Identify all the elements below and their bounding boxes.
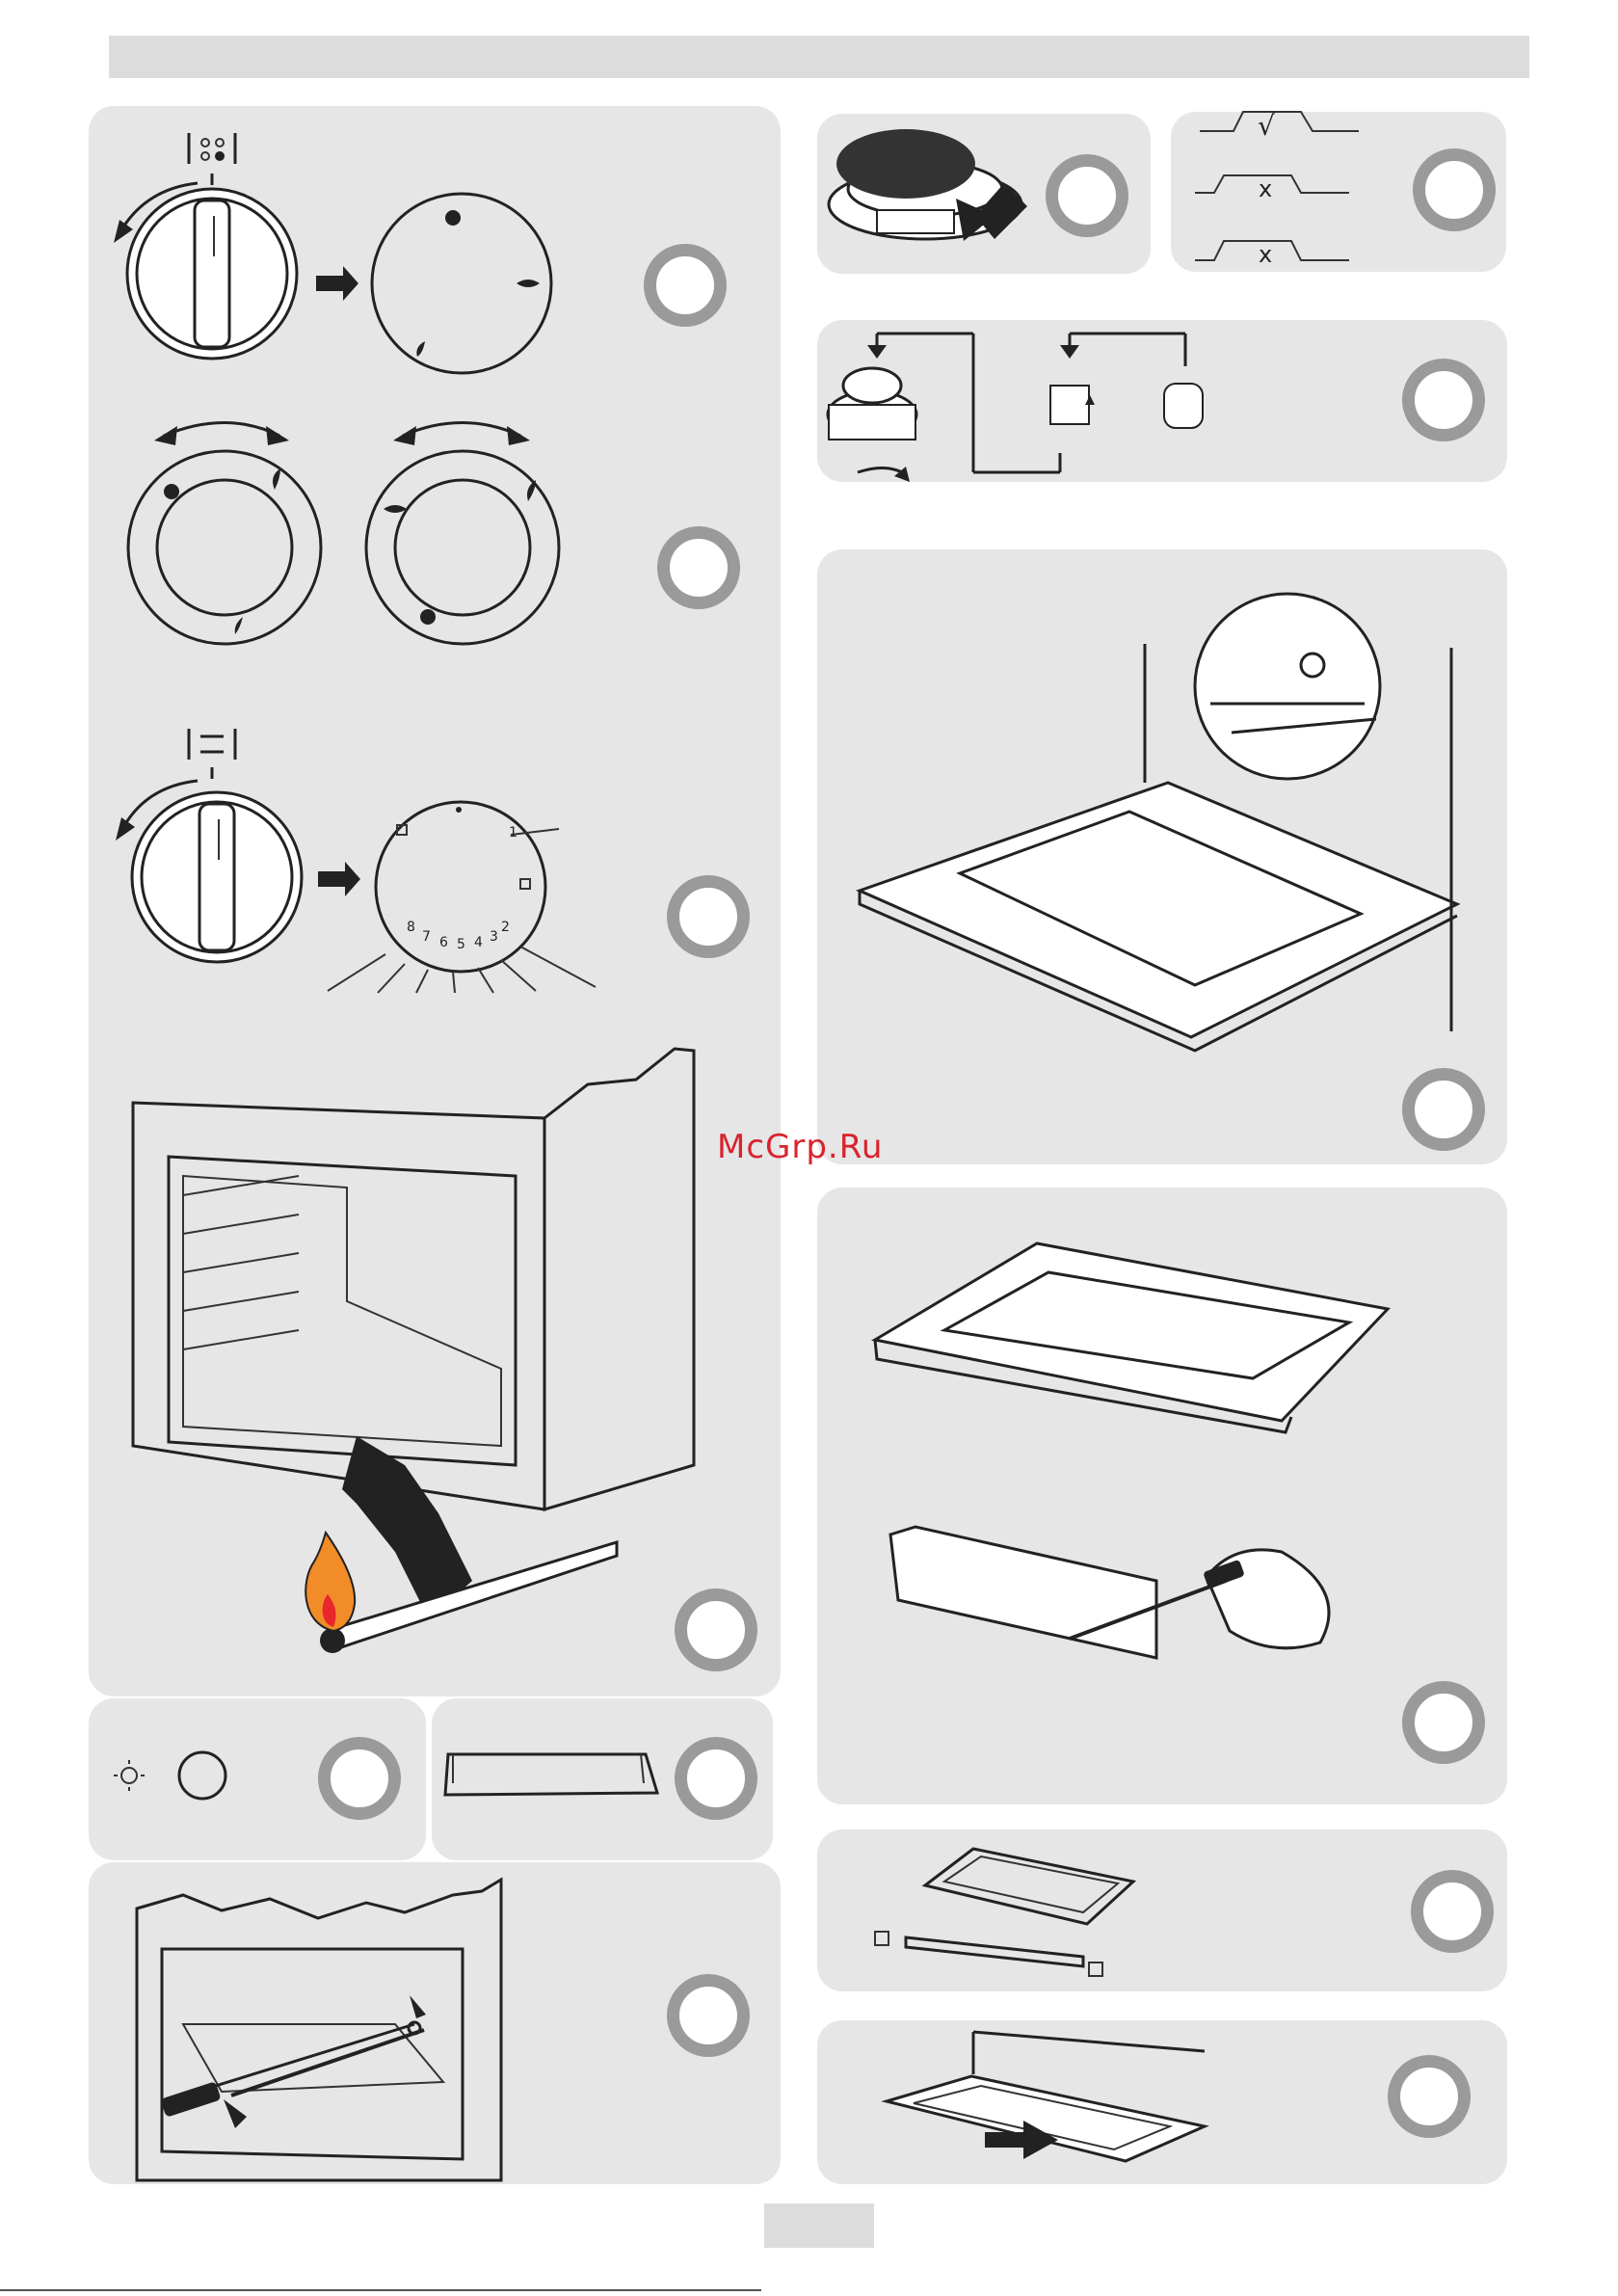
- burner-icon: [828, 334, 1203, 482]
- dial-number: 6: [439, 935, 448, 950]
- dial-number: 8: [407, 920, 415, 935]
- svg-text:x: x: [1259, 241, 1272, 268]
- oven-door-icon: [875, 1849, 1133, 1976]
- burner-icon: √ x x: [1195, 110, 1359, 268]
- oven-door-icon: [860, 594, 1457, 1051]
- dial-number: 7: [422, 929, 431, 945]
- oven-door-icon: [887, 2032, 1205, 2161]
- burner-icon: [829, 129, 1027, 241]
- svg-text:√: √: [1258, 110, 1275, 142]
- dial-number: 3: [490, 929, 498, 945]
- footer-rule: [0, 2289, 761, 2291]
- dial-number: 2: [501, 920, 510, 935]
- dial-number: 1: [509, 825, 517, 841]
- oven-door-icon: [875, 1243, 1388, 1658]
- dial-number: 5: [457, 937, 465, 952]
- dial-number: 4: [474, 935, 483, 950]
- page-number-tab: [764, 2203, 874, 2248]
- svg-text:x: x: [1259, 175, 1272, 202]
- watermark-text: McGrp.Ru: [717, 1128, 883, 1166]
